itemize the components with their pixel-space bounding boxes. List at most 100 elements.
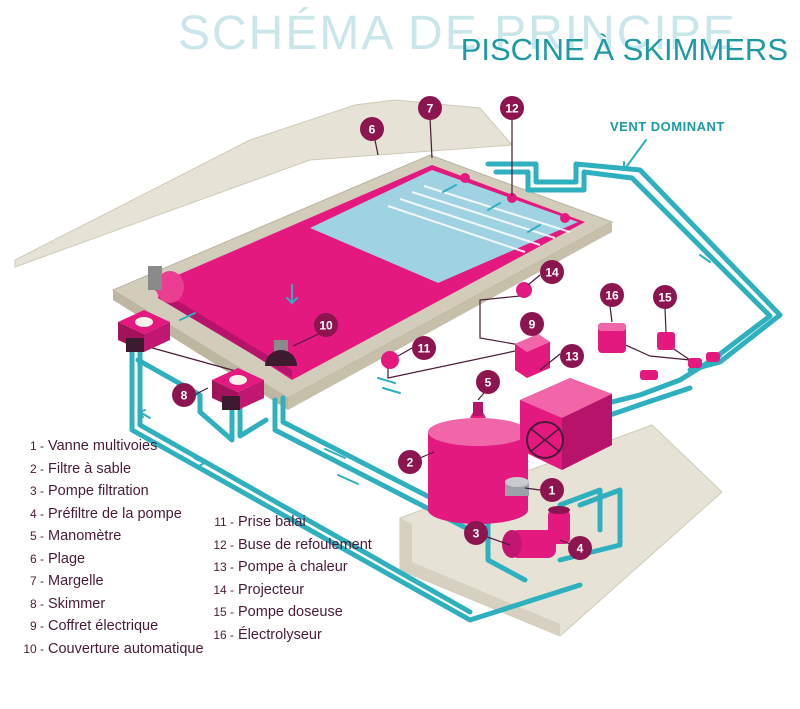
vacuum-inlet (381, 351, 399, 369)
heat-pump (520, 378, 612, 470)
legend-number: 15 - (213, 605, 234, 619)
legend-text: Filtre à sable (48, 460, 132, 477)
legend-number: 6 - (29, 551, 44, 566)
legend-item: 15 - Pompe doseuse (208, 602, 388, 622)
svg-text:13: 13 (565, 350, 579, 364)
legend-number: 13 - (213, 560, 234, 574)
marker-11: 11 (412, 336, 436, 360)
return-nozzle (560, 213, 570, 223)
svg-text:6: 6 (369, 123, 376, 137)
legend-right: 11 -Prise balai 12 -Buse de refoulement … (208, 512, 388, 647)
svg-text:5: 5 (485, 376, 492, 390)
svg-text:11: 11 (418, 342, 431, 356)
return-nozzle (507, 193, 517, 203)
electrolyser (598, 323, 626, 353)
legend-text: Électrolyseur (238, 626, 322, 643)
legend-text: Coffret électrique (48, 618, 159, 634)
svg-text:8: 8 (181, 389, 188, 403)
legend-item: 7 -Margelle (18, 571, 208, 591)
projector (516, 282, 532, 298)
wind-label: VENT DOMINANT (610, 119, 725, 134)
multiport-valve (505, 477, 529, 496)
legend-number: 7 - (29, 574, 44, 588)
legend-number: 10 - (23, 641, 44, 656)
page-subtitle: PISCINE À SKIMMERS (460, 32, 788, 67)
legend-number: 14 - (213, 582, 234, 597)
legend-number: 4 - (29, 506, 44, 521)
legend-item: 13 - Pompe à chaleur (208, 557, 388, 577)
dosing-pump (657, 332, 675, 350)
legend-item: 10 - Couverture automatique (18, 639, 208, 659)
skimmer-left (118, 310, 170, 352)
legend-number: 8 - (29, 596, 44, 611)
legend-item: 12 -Buse de refoulement (208, 535, 388, 555)
legend-number: 11 - (214, 515, 234, 529)
marker-1: 1 (540, 478, 564, 502)
marker-12: 12 (500, 96, 524, 120)
legend-number: 3 - (29, 484, 44, 498)
skimmer-right (212, 368, 264, 410)
electrical-box (515, 334, 550, 378)
marker-8: 8 (172, 383, 196, 407)
svg-text:2: 2 (407, 456, 414, 470)
legend-item: 11 - Prise balai (208, 512, 388, 532)
marker-2: 2 (398, 450, 422, 474)
inline-cell (688, 358, 702, 368)
marker-14: 14 (540, 260, 564, 284)
marker-10: 10 (314, 313, 338, 337)
svg-text:1: 1 (549, 484, 556, 498)
svg-text:15: 15 (658, 291, 672, 305)
plage-deck (14, 99, 514, 268)
legend-text: Prise balai (238, 514, 306, 530)
legend-number: 1 - (29, 439, 44, 453)
legend-item: 1 -Vanne multivoies (18, 436, 208, 456)
marker-13: 13 (560, 344, 584, 368)
legend-number: 2 - (29, 461, 44, 476)
legend-text: Pompe filtration (48, 483, 149, 499)
legend-text: Buse de refoulement (238, 536, 372, 553)
legend-number: 9 - (29, 619, 44, 633)
svg-text:4: 4 (577, 542, 584, 556)
page-title: SCHÉMA DE PRINCIPE (178, 7, 737, 60)
sand-filter (428, 402, 528, 524)
legend-text: Couverture automatique (48, 640, 204, 657)
pool-cover-shade (158, 290, 292, 378)
filtration-pump (502, 506, 570, 558)
legend-text: Préfiltre de la pompe (48, 505, 182, 522)
technical-room-floor-edge (400, 518, 560, 636)
marker-4: 4 (568, 536, 592, 560)
legend-number: 16 - (213, 627, 234, 642)
margelle-side (288, 222, 612, 410)
return-nozzle (460, 173, 470, 183)
legend-item: 3 - Pompe filtration (18, 481, 208, 501)
legend-item: 8 - Skimmer (18, 594, 208, 614)
prise-balai-opening (265, 350, 297, 366)
legend-text: Pompe à chaleur (238, 559, 348, 575)
svg-text:10: 10 (319, 319, 333, 333)
svg-text:12: 12 (505, 102, 519, 116)
legend-text: Skimmer (48, 595, 106, 612)
legend-item: 14 -Projecteur (208, 580, 388, 600)
marker-leaders (193, 117, 667, 548)
marker-16: 16 (600, 283, 624, 307)
flow-arrows (138, 139, 711, 485)
legend-item: 2 - Filtre à sable (18, 459, 208, 479)
marker-15: 15 (653, 285, 677, 309)
cover-roller-end (156, 271, 184, 303)
marker-6: 6 (360, 117, 384, 141)
pool-cover (160, 228, 438, 370)
marker-3: 3 (464, 521, 488, 545)
marker-9: 9 (520, 312, 544, 336)
legend-left: 1 -Vanne multivoies 2 - Filtre à sable 3 … (18, 436, 208, 661)
inline-cell (640, 370, 658, 380)
legend-number: 5 - (29, 529, 44, 543)
marker-5: 5 (476, 370, 500, 394)
legend-item: 9 - Coffret électrique (18, 616, 208, 636)
inline-cell (706, 352, 720, 362)
svg-text:16: 16 (605, 289, 619, 303)
legend-text: Manomètre (48, 528, 122, 544)
legend-item: 4 - Préfiltre de la pompe (18, 504, 208, 524)
legend-text: Pompe doseuse (238, 604, 343, 620)
